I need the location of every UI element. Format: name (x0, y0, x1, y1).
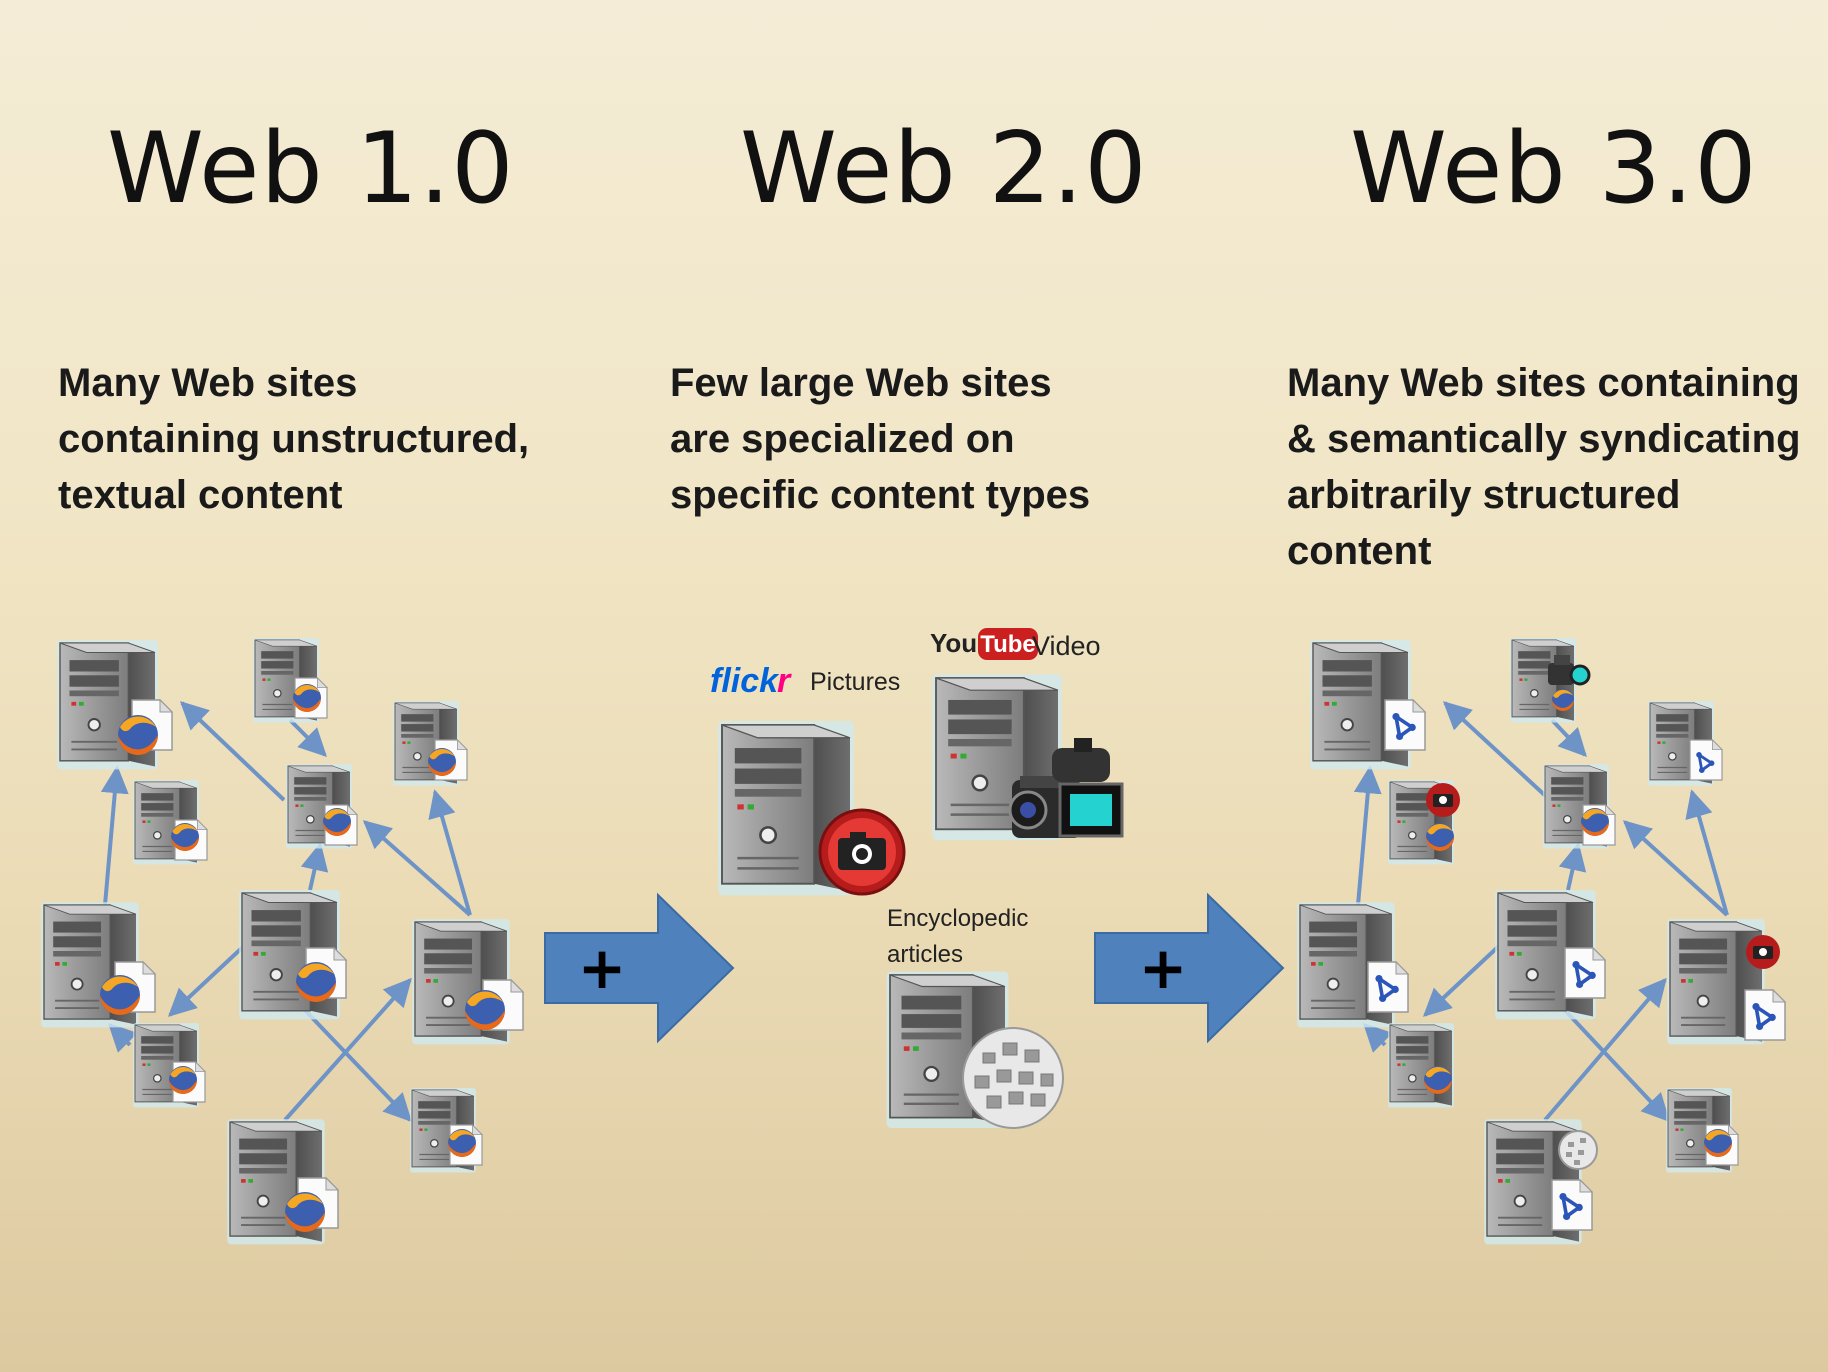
camera-icon (1426, 783, 1460, 817)
firefox-icon (171, 823, 199, 851)
web1-title: Web 1.0 (107, 112, 515, 226)
firefox-icon (169, 1066, 197, 1094)
document-icon (1564, 947, 1606, 999)
web3-title: Web 3.0 (1350, 112, 1758, 226)
plus-arrow-2: + (1094, 892, 1285, 1044)
video-camera-icon (1008, 738, 1124, 838)
wikipedia-label-line2: articles (887, 941, 963, 968)
document-icon (1744, 989, 1786, 1041)
youtube-logo-tube-box (978, 628, 1038, 660)
web1-description-line: containing unstructured, (58, 417, 530, 461)
web1-network (40, 637, 524, 1246)
firefox-icon (1426, 823, 1454, 851)
web1-links (100, 701, 472, 1123)
firefox-icon (465, 990, 505, 1030)
web3-description-line: arbitrarily structured (1287, 473, 1681, 517)
plus-sign: + (1139, 934, 1188, 1002)
web3-description-line: content (1287, 529, 1432, 573)
web3-description: Many Web sites containing & semantically… (1287, 355, 1801, 579)
plus-arrow-1: + (544, 892, 735, 1044)
firefox-icon (285, 1192, 325, 1232)
web2-description-line: specific content types (670, 473, 1091, 517)
firefox-icon (1581, 808, 1609, 836)
video-camera-icon (1548, 655, 1591, 686)
firefox-icon (296, 962, 336, 1002)
camera-icon (1746, 935, 1780, 969)
web3-description-line: & semantically syndicating (1287, 417, 1801, 461)
web3-description-line: Many Web sites containing (1287, 361, 1800, 405)
wikipedia-site: Encyclopedic articles (885, 905, 1064, 1130)
flickr-logo-r: r (777, 662, 792, 700)
document-icon (1384, 699, 1426, 751)
web2-title: Web 2.0 (740, 112, 1148, 226)
flickr-site: flick r Pictures (710, 662, 906, 897)
firefox-icon (1424, 1066, 1452, 1094)
firefox-icon (1704, 1129, 1732, 1157)
wikipedia-label-line1: Encyclopedic (887, 905, 1028, 932)
document-icon (1367, 961, 1409, 1013)
firefox-icon (100, 975, 140, 1015)
youtube-logo-you: You (930, 628, 977, 658)
youtube-logo-tube: Tube (980, 631, 1036, 658)
wikipedia-globe-icon (962, 1027, 1064, 1129)
document-icon (1551, 1179, 1593, 1231)
youtube-site: You Tube Video (930, 628, 1124, 842)
camera-icon (818, 808, 906, 896)
web2-description-line: Few large Web sites (670, 361, 1052, 405)
web2-description-line: are specialized on (670, 417, 1015, 461)
firefox-icon (1552, 689, 1574, 711)
web2-description: Few large Web sites are specialized on s… (670, 355, 1090, 523)
flickr-label: Pictures (810, 668, 900, 696)
plus-sign: + (578, 934, 627, 1002)
firefox-icon (448, 1129, 476, 1157)
web1-description-line: textual content (58, 473, 343, 517)
flickr-logo-flick: flick (710, 662, 780, 700)
firefox-icon (323, 808, 351, 836)
wikipedia-globe-icon (1558, 1130, 1598, 1170)
web2-sites: flick r Pictures You Tube Video (710, 628, 1124, 1130)
web3-network (1296, 637, 1786, 1246)
youtube-label: Video (1032, 631, 1101, 661)
server-icon (1387, 1022, 1455, 1109)
firefox-icon (428, 748, 456, 776)
web1-description-line: Many Web sites (58, 361, 358, 405)
web3-links (1353, 701, 1729, 1123)
web1-description: Many Web sites containing unstructured, … (58, 355, 529, 523)
firefox-icon (293, 684, 321, 712)
firefox-icon (118, 715, 158, 755)
